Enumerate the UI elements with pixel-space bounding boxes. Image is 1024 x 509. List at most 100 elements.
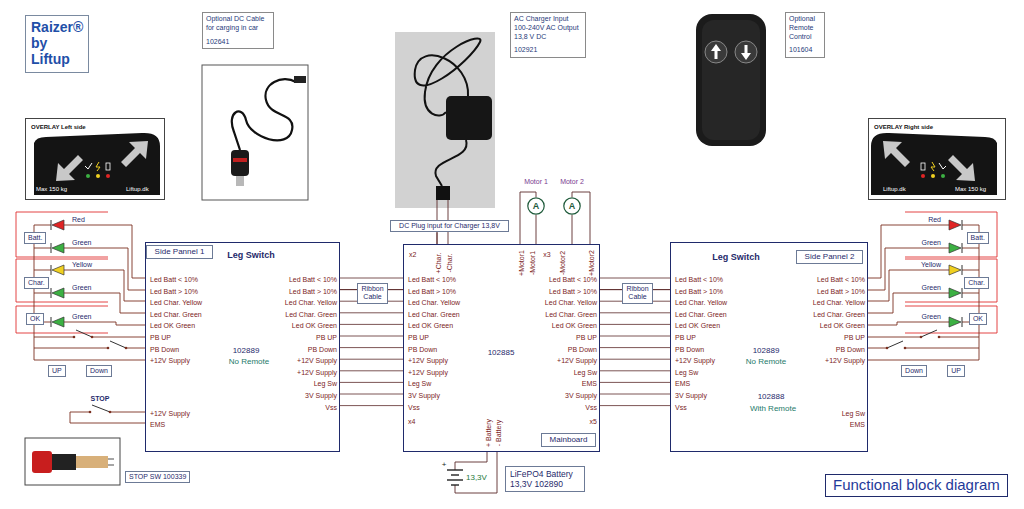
- indicator-dot: [921, 174, 925, 178]
- node-text: Char.: [968, 279, 985, 287]
- pin-label: Vss: [408, 403, 420, 410]
- node-text: Leg Switch: [227, 251, 275, 260]
- pin-label: Vss: [325, 403, 337, 410]
- photo-frame: [25, 438, 120, 485]
- pin-label: Led OK Green: [150, 322, 195, 329]
- indicator-dot: [106, 174, 110, 178]
- pin-label: x3: [543, 251, 550, 258]
- pin-label: Led Batt > 10%: [817, 287, 865, 294]
- indicator-dot: [96, 174, 100, 178]
- wire-connector: [536, 215, 537, 244]
- pin-label: x4: [408, 418, 415, 425]
- pin-label: +12V Supply: [408, 357, 448, 364]
- board-title-box: Mainboard: [541, 433, 596, 447]
- wire: [905, 348, 979, 349]
- node-text: Char.: [28, 279, 45, 287]
- led-symbol: [52, 243, 64, 253]
- node-text: Optional Remote Control: [789, 15, 821, 41]
- led-symbol: [51, 265, 52, 275]
- led-symbol: [949, 220, 961, 230]
- node-text: Down: [90, 367, 108, 375]
- overlay-panel: OVERLAY Left sideMax 150 kgLiftup.dk: [25, 118, 165, 200]
- pin-label: Led Char. Green: [285, 310, 337, 317]
- pin-label: Led OK Green: [292, 322, 337, 329]
- node-text: Liftup.dk: [883, 186, 906, 192]
- stop-switch-photo: [52, 454, 76, 470]
- pin-label: Led Batt < 10%: [549, 276, 597, 283]
- bus-wire: [340, 324, 403, 325]
- annotation-label: Green: [72, 284, 91, 291]
- pin-label: Led OK Green: [552, 322, 597, 329]
- bus-wire: [600, 394, 670, 395]
- pin-label: Led Batt < 10%: [675, 276, 723, 283]
- pin-label: PB UP: [675, 334, 696, 341]
- node-text: OK: [973, 315, 983, 323]
- pin-label: Led Batt < 10%: [817, 276, 865, 283]
- wire-connector: [437, 232, 438, 244]
- overlay-shape: [871, 133, 997, 195]
- bus-wire: [600, 359, 670, 360]
- bus-wire: [600, 370, 670, 371]
- switch-contact: [107, 347, 110, 350]
- wire: [962, 270, 979, 271]
- group-bracket: [16, 259, 108, 302]
- wire-connector: [572, 215, 573, 244]
- node-text: Optional DC Cable for carging in car: [206, 15, 270, 33]
- pin-label: 3V Supply: [675, 392, 707, 399]
- wire: [34, 248, 51, 249]
- pin-label: Led Char. Yellow: [150, 299, 202, 306]
- annotation-label: Green: [72, 239, 91, 246]
- wire: [868, 225, 979, 360]
- pin-label: +Char.: [435, 253, 442, 274]
- pin-label: PB Down: [568, 345, 597, 352]
- node-text: 102888: [758, 393, 785, 401]
- annotation-label: Yellow: [72, 261, 92, 268]
- node-text: OVERLAY Left side: [31, 124, 86, 130]
- wire-connector: [340, 289, 357, 290]
- battery-symbol: [447, 469, 463, 470]
- car-plug: [233, 158, 247, 162]
- group-bracket: [16, 212, 108, 257]
- pin-label: +12V Supply: [297, 368, 337, 375]
- circuit-board: x2+Char.-Char.+Motor1-Motor1x3-Motor2+Mo…: [403, 244, 600, 452]
- pin-label: Led Char. Yellow: [675, 299, 727, 306]
- arrow-icon: [711, 44, 721, 59]
- switch-contact: [73, 336, 76, 339]
- annotation-label: Green: [922, 313, 941, 320]
- node-text: STOP SW 100339: [129, 473, 186, 481]
- ammeter-circle: [528, 198, 544, 214]
- charger-adapter: [446, 96, 492, 140]
- pin-label: Led OK Green: [675, 322, 720, 329]
- remote-button: [705, 41, 727, 63]
- node-text: UP: [951, 367, 961, 375]
- pin-label: PB UP: [408, 334, 429, 341]
- circuit-board: Leg SwitchLed Batt < 10%Led Batt > 10%Le…: [145, 242, 340, 452]
- pin-label: -Motor2: [559, 251, 566, 275]
- wire-connector: [600, 289, 622, 290]
- pin-label: Led OK Green: [408, 322, 453, 329]
- pin-label: +12V Supply: [557, 357, 597, 364]
- annotation-label: Yellow: [921, 261, 941, 268]
- annotation-label: 13,3V: [466, 474, 487, 482]
- pin-label: +12V Supply: [150, 410, 190, 417]
- bus-wire: [340, 394, 403, 395]
- car-plug: [236, 176, 244, 186]
- pin-label: PB Down: [836, 345, 865, 352]
- led-symbol: [962, 243, 963, 253]
- node-text: Batt.: [971, 234, 985, 242]
- wire: [939, 337, 979, 338]
- annotation-label: Red: [72, 216, 85, 223]
- pin-label: PB UP: [844, 334, 865, 341]
- bus-wire: [340, 370, 403, 371]
- node-text: Motor 1: [522, 177, 550, 186]
- led-symbol: [962, 288, 963, 298]
- pin-label: Vss: [585, 403, 597, 410]
- bus-wire: [600, 347, 670, 348]
- motor-symbol: Motor 2A: [558, 177, 586, 215]
- cable-label-box: Ribbon Cable: [357, 283, 388, 304]
- pin-label: PB UP: [576, 334, 597, 341]
- cable-label-box: Ribbon Cable: [622, 283, 653, 304]
- pin-label: Leg Sw: [842, 410, 865, 417]
- arrow-icon: [741, 45, 751, 60]
- pin-label: x5: [590, 418, 597, 425]
